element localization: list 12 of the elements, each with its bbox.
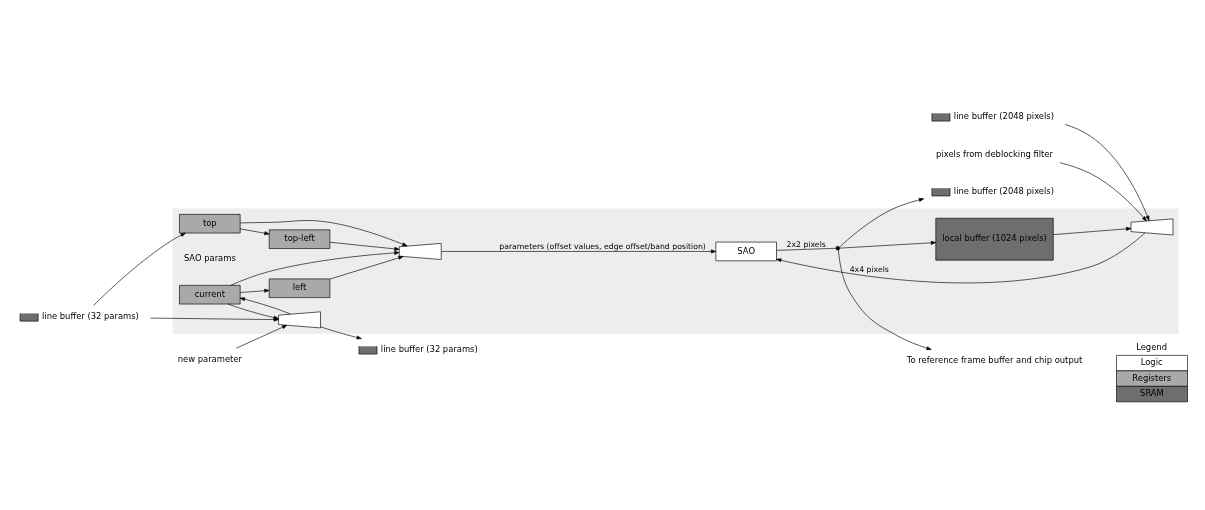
legend-label: SRAM — [1140, 388, 1164, 399]
node-label: line buffer (32 params) — [42, 311, 139, 322]
node-label: line buffer (2048 pixels) — [953, 186, 1054, 197]
label: Legend — [1136, 342, 1167, 353]
node-text: pixels from deblocking filter — [936, 148, 1053, 159]
legend-label: Logic — [1140, 357, 1163, 368]
node-label: line buffer (32 params) — [380, 344, 478, 355]
node-label: line buffer (2048 pixels) — [953, 111, 1054, 122]
label: SAO params — [183, 253, 236, 264]
node-text: To reference frame buffer and chip output — [906, 355, 1083, 366]
legend-label: Registers — [1132, 372, 1172, 383]
node-text: new parameter — [177, 354, 242, 365]
